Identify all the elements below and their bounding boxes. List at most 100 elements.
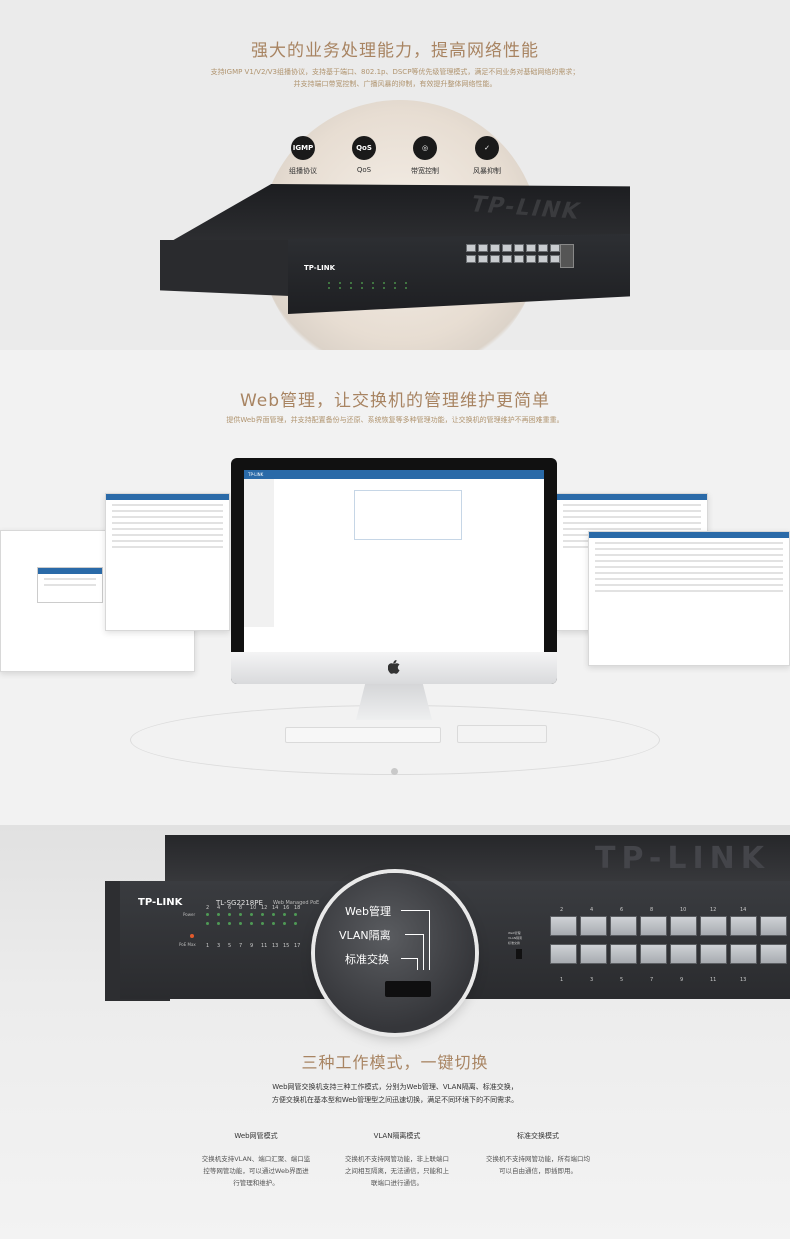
mode-text: 交换机支持VLAN、端口汇聚、端口监 控等网管功能，可以通过Web界面进 行管理…	[186, 1153, 326, 1189]
feature-label: 风暴抑制	[473, 167, 501, 175]
port-number: 13	[740, 977, 747, 983]
lens-line	[429, 910, 430, 970]
feature-qos: QoS QoS	[334, 136, 394, 174]
mode-text-line: 可以自由通信，即插即用。	[499, 1167, 577, 1175]
port-number: 1	[560, 977, 564, 983]
lens-line	[423, 934, 424, 970]
poe-led	[190, 934, 194, 938]
stage-dot	[391, 768, 398, 775]
led-number: 17	[294, 943, 301, 949]
switch-ports	[466, 244, 560, 263]
port-number: 14	[740, 907, 747, 913]
mini-label: 标准交换	[508, 941, 521, 945]
section-desc-line1: 支持IGMP V1/V2/V3组播协议，支持基于端口、802.1p、DSCP等优…	[210, 68, 580, 76]
port-screenshot	[588, 531, 790, 666]
mode-heading: 标准交换模式	[517, 1132, 559, 1140]
switch-emboss-logo: TP-LINK	[466, 192, 585, 225]
mode-text-line: 之间相互隔离，无法通信，只能和上	[345, 1167, 449, 1175]
port-number: 11	[710, 977, 717, 983]
lens-line	[417, 958, 418, 970]
mode-text-line: 交换机不支持网管功能，所有端口均	[486, 1155, 590, 1163]
imac-screen: TP-LINK	[244, 470, 544, 652]
storm-icon: ✓	[475, 136, 499, 160]
led-number: 8	[239, 905, 243, 911]
port-number: 10	[680, 907, 687, 913]
led-number: 15	[283, 943, 290, 949]
led-number: 12	[261, 905, 268, 911]
led-number: 1	[206, 943, 210, 949]
switch-brand: TP-LINK	[138, 897, 183, 908]
port-number: 2	[560, 907, 564, 913]
switch-model: TL-SG2218PE	[216, 899, 263, 907]
switch-emboss-logo: TP-LINK	[595, 841, 771, 876]
feature-storm: ✓ 风暴抑制	[457, 136, 517, 176]
config-screenshot-left	[105, 493, 230, 631]
lens-option-vlan: VLAN隔离	[339, 929, 391, 942]
led-number: 16	[283, 905, 290, 911]
mode-desc: Web网管交换机支持三种工作模式，分别为Web管理、VLAN隔离、标准交换， 方…	[0, 1081, 790, 1107]
led-number: 14	[272, 905, 279, 911]
web-ui-sidebar	[244, 479, 274, 627]
mode-text-line: 交换机不支持网管功能，非上联端口	[345, 1155, 449, 1163]
mode-text-line: 联端口进行通信。	[371, 1179, 423, 1187]
mode-vlan: VLAN隔离模式 交换机不支持网管功能，非上联端口 之间相互隔离，无法通信，只能…	[327, 1131, 467, 1189]
mode-desc-line: Web网管交换机支持三种工作模式，分别为Web管理、VLAN隔离、标准交换，	[272, 1083, 518, 1091]
port-led-grid	[206, 913, 305, 925]
led-number: 3	[217, 943, 221, 949]
switch-top-panel: TP-LINK	[170, 184, 630, 242]
mode-switch-zoom: Web管理 VLAN隔离 标准交换	[315, 873, 475, 1033]
port-number: 5	[620, 977, 624, 983]
imac-stand	[356, 684, 432, 720]
mode-text: 交换机不支持网管功能，非上联端口 之间相互隔离，无法通信，只能和上 联端口进行通…	[327, 1153, 467, 1189]
section-title: 强大的业务处理能力，提高网络性能	[251, 41, 539, 61]
section-title: Web管理，让交换机的管理维护更简单	[239, 391, 551, 411]
web-ui-header: TP-LINK	[244, 470, 544, 479]
switch-leds	[328, 282, 413, 289]
led-number: 2	[206, 905, 210, 911]
mode-knob[interactable]	[385, 981, 431, 997]
section-desc-line2: 并支持端口带宽控制、广播风暴的抑制，有效提升整体网络性能。	[293, 80, 497, 88]
port-number: 12	[710, 907, 717, 913]
mode-text: 交换机不支持网管功能，所有端口均 可以自由通信，即插即用。	[468, 1153, 608, 1177]
feature-igmp: IGMP 组播协议	[273, 136, 333, 176]
switch-model-sub: Web Managed PoE	[273, 900, 320, 906]
poe-max-label: PoE Max	[179, 942, 196, 947]
switch-top-panel: TP-LINK	[165, 835, 790, 883]
igmp-icon: IGMP	[291, 136, 315, 160]
mode-title: 三种工作模式，一键切换	[301, 1053, 489, 1072]
mode-switch[interactable]	[516, 949, 522, 959]
section-desc: 提供Web界面管理，并支持配置备份与还原、系统恢复等多种管理功能，让交换机的管理…	[226, 416, 564, 424]
sfp-slot	[560, 244, 574, 268]
led-number: 18	[294, 905, 301, 911]
power-label: Power	[183, 912, 196, 917]
mode-heading: Web网管模式	[234, 1132, 278, 1140]
mini-label: VLAN隔离	[508, 936, 523, 940]
bandwidth-icon: ◎	[413, 136, 437, 160]
rj45-ports	[550, 916, 787, 964]
port-number: 6	[620, 907, 624, 913]
port-number: 7	[650, 977, 654, 983]
apple-logo-icon	[387, 660, 400, 678]
work-mode-section: TP-LINK TP-LINK TL-SG2218PE Web Managed …	[0, 825, 790, 1239]
mode-text-line: 交换机支持VLAN、端口汇聚、端口监	[201, 1155, 311, 1163]
led-number: 9	[250, 943, 254, 949]
mode-text-line: 行管理和维护。	[233, 1179, 279, 1187]
feature-label: QoS	[356, 166, 372, 174]
port-number: 9	[680, 977, 684, 983]
led-number: 13	[272, 943, 279, 949]
mini-mode-labels: Web管理 VLAN隔离 标准交换	[508, 931, 522, 946]
switch-front-panel: TP-LINK	[288, 234, 630, 314]
feature-bandwidth: ◎ 带宽控制	[395, 136, 455, 176]
lens-line	[401, 958, 417, 959]
lens-option-web: Web管理	[345, 905, 391, 918]
lens-line	[401, 910, 429, 911]
port-number: 4	[590, 907, 594, 913]
led-number: 7	[239, 943, 243, 949]
lens-line	[405, 934, 423, 935]
feature-label: 带宽控制	[411, 167, 439, 175]
mode-desc-line: 方便交换机在基本型和Web管理型之间迅速切换，满足不同环境下的不同需求。	[271, 1096, 519, 1104]
led-number: 11	[261, 943, 268, 949]
led-number: 5	[228, 943, 232, 949]
qos-icon: QoS	[352, 136, 376, 160]
switch-brand: TP-LINK	[304, 264, 336, 272]
